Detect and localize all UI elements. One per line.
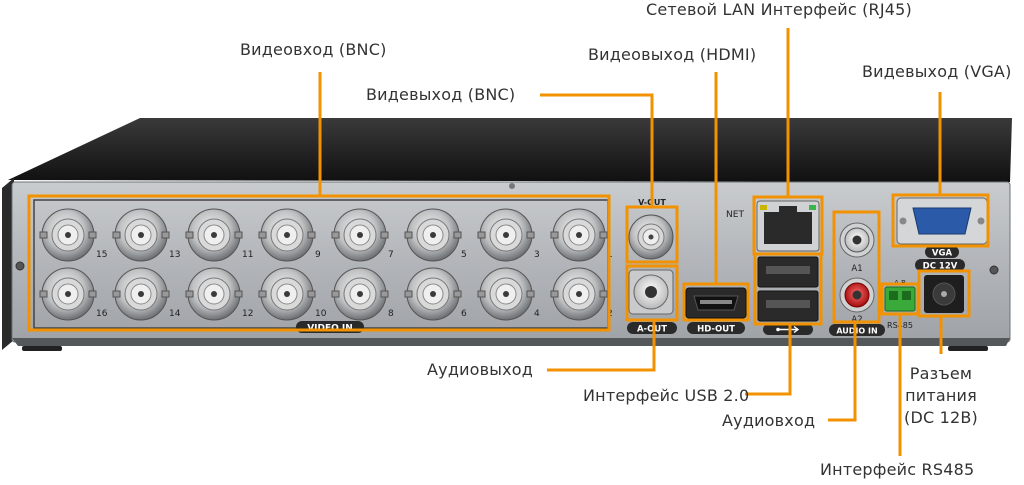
bnc-connector-7: [331, 208, 389, 262]
bnc-connector-11: [185, 208, 243, 262]
label-lan: Сетевой LAN Интерфейс (RJ45): [646, 0, 912, 19]
vga-panel-label: VGA: [932, 249, 953, 259]
leader-video-out-bnc: [540, 93, 654, 207]
bnc-connector-2: [550, 267, 608, 321]
v-out-bnc-connector: [628, 214, 674, 260]
label-video-out-hdmi: Видеовыход (HDMI): [588, 45, 757, 64]
bnc-connector-8: [331, 267, 389, 321]
dvr-foot-right: [948, 346, 988, 351]
channel-number: 14: [169, 309, 181, 319]
bnc-connector-4: [477, 267, 535, 321]
usb-highlight: [753, 252, 823, 326]
hd-out-label-plate: [687, 322, 745, 334]
bnc-connector-3: [477, 208, 535, 262]
usb-port-top: [757, 256, 819, 288]
channel-number: 6: [461, 309, 467, 319]
audio-in-rca-a1: [839, 222, 875, 258]
a-out-label-plate: [627, 322, 677, 334]
channel-number: 15: [96, 250, 107, 260]
a-out-highlight: [625, 264, 679, 322]
audio-in-label-plate: [829, 324, 885, 336]
channel-number: 8: [388, 309, 394, 319]
dc-power-jack: [924, 275, 964, 313]
label-power-line1: Разъем: [909, 364, 973, 383]
dvr-bottom-edge: [12, 338, 1010, 346]
channel-number: 16: [96, 309, 108, 319]
bnc-connector-10: [258, 267, 316, 321]
dc12v-panel-label: DC 12V: [923, 262, 958, 272]
label-power-line3: (DC 12В): [904, 408, 978, 427]
dvr-left-side: [2, 178, 14, 350]
channel-number: 9: [315, 250, 321, 260]
vga-label-plate: [925, 246, 959, 258]
bnc-connector-9: [258, 208, 316, 262]
vga-port: [896, 197, 988, 245]
leader-lines: [318, 28, 943, 456]
bnc-connector-16: [39, 267, 97, 321]
channel-number: 11: [242, 250, 253, 260]
channel-number: 10: [315, 309, 327, 319]
usb-icon: [763, 324, 813, 335]
dvr-foot-left: [22, 346, 62, 351]
label-usb: Интерфейс USB 2.0: [583, 386, 750, 405]
channel-number: 3: [534, 250, 540, 260]
label-video-out-vga: Видевыход (VGA): [862, 62, 1012, 81]
screw-icon-right: [989, 265, 999, 275]
a1-panel-label: A1: [851, 264, 862, 274]
usb-port-bottom: [757, 290, 819, 322]
leader-audio-out: [547, 320, 656, 372]
channel-number: 12: [242, 309, 253, 319]
bnc-connector-5: [404, 208, 462, 262]
hd-out-panel-label: HD-OUT: [697, 325, 735, 335]
leader-usb: [745, 324, 792, 396]
bnc-connector-1: [550, 208, 608, 262]
label-audio-out: Аудиовыход: [427, 360, 534, 379]
dc12v-label-plate: [915, 259, 965, 271]
highlight-boxes: [27, 193, 990, 332]
channel-number: 4: [534, 309, 540, 319]
a-out-panel-label: A-OUT: [637, 325, 667, 335]
rj45-port: [756, 200, 820, 252]
screw-icon-top: [509, 183, 515, 189]
audio-in-rca-a2: [839, 277, 875, 313]
label-audio-in: Аудиовход: [722, 411, 816, 430]
bnc-connector-15: [39, 208, 97, 262]
channel-number: 5: [461, 250, 467, 260]
label-video-out-bnc: Видевыход (BNC): [366, 85, 516, 104]
bnc-connector-12: [185, 267, 243, 321]
label-rs485: Интерфейс RS485: [820, 460, 975, 479]
a-out-rca-connector: [628, 269, 674, 315]
net-panel-label: NET: [726, 210, 744, 220]
audio-in-panel-label: AUDIO IN: [836, 327, 877, 336]
bnc-connector-14: [112, 267, 170, 321]
bnc-connector-13: [112, 208, 170, 262]
a2-panel-label: A2: [851, 315, 862, 325]
hdmi-port: [685, 287, 747, 319]
channel-number: 13: [169, 250, 180, 260]
label-power-line2: питания: [905, 386, 977, 405]
channel-number: 7: [388, 250, 394, 260]
rs485-terminal: [884, 286, 916, 312]
label-video-in-bnc: Видеовход (BNC): [240, 40, 387, 59]
screw-icon-left: [15, 261, 25, 271]
leader-audio-in: [828, 322, 857, 422]
dvr-top-cover: [8, 118, 1012, 182]
bnc-connector-6: [404, 267, 462, 321]
